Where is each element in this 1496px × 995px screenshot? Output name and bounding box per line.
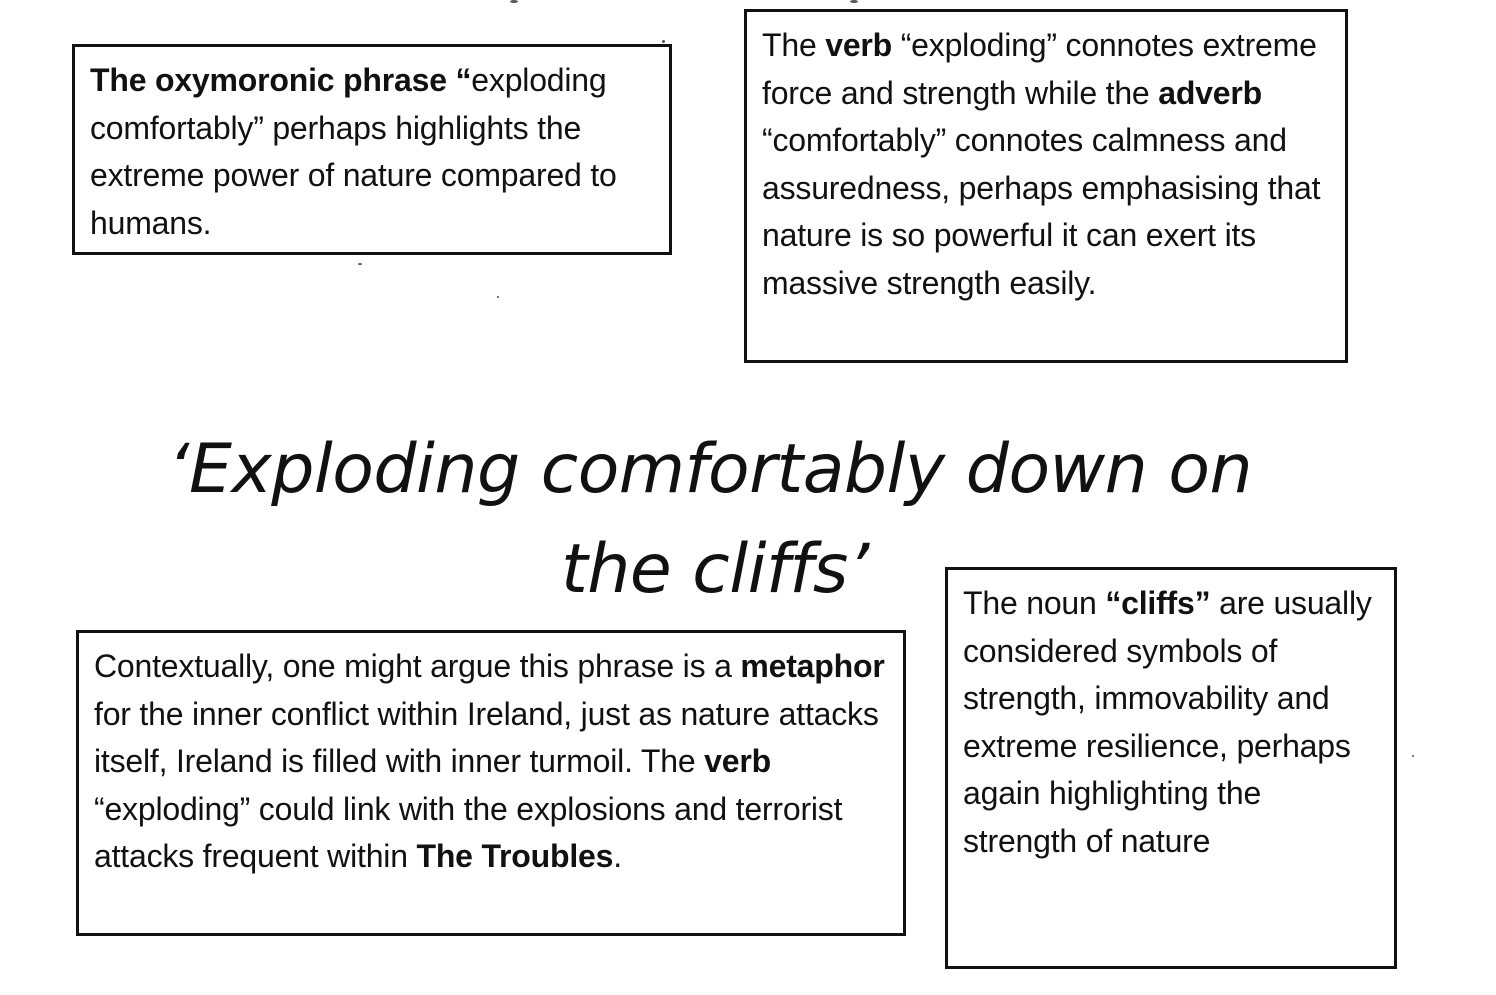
context-bold-the-troubles: The Troubles [416,838,614,874]
central-quote-line-1: ‘Exploding comfortably down on [167,430,1253,509]
context-bold-verb: verb [704,743,771,779]
central-quote: ‘Exploding comfortably down on the cliff… [120,420,1300,620]
cliffs-bold-noun: “cliffs” [1105,585,1211,621]
context-text-1: Contextually, one might argue this phras… [94,648,741,684]
context-text-3: “exploding” could link with the explosio… [94,790,843,875]
context-text-4: . [613,838,622,874]
scan-speck [510,0,518,3]
verb-adverb-bold-verb: verb [825,27,893,63]
scan-speck [850,0,858,3]
annotation-box-verb-adverb: The verb “exploding” connotes extreme fo… [744,9,1348,363]
annotation-box-context: Contextually, one might argue this phras… [76,630,906,936]
verb-adverb-text-2: “exploding” connotes extreme force and s… [762,27,1317,111]
scan-speck [358,263,362,265]
central-quote-line-2: the cliffs’ [561,530,869,609]
context-text-2: for the inner conflict within Ireland, j… [94,695,879,780]
oxymoron-text: exploding comfortably” perhaps highlight… [90,62,617,241]
verb-adverb-text-3: “comfortably” connotes calmness and assu… [762,122,1321,301]
annotation-box-cliffs: The noun “cliffs” are usually considered… [945,567,1397,969]
scan-speck [497,296,499,298]
cliffs-text-2: are usually considered symbols of streng… [963,585,1372,859]
verb-adverb-bold-adverb: adverb [1158,74,1262,111]
cliffs-text-1: The noun [963,585,1106,621]
scan-speck [1412,755,1414,757]
verb-adverb-text-1: The [762,27,826,63]
annotation-box-oxymoron: The oxymoronic phrase “exploding comfort… [72,44,672,255]
scan-speck [662,40,665,43]
context-bold-metaphor: metaphor [740,648,885,684]
oxymoron-bold-quote-mark: “ [446,62,472,98]
oxymoron-bold-lead: The oxymoronic phrase [90,62,447,98]
